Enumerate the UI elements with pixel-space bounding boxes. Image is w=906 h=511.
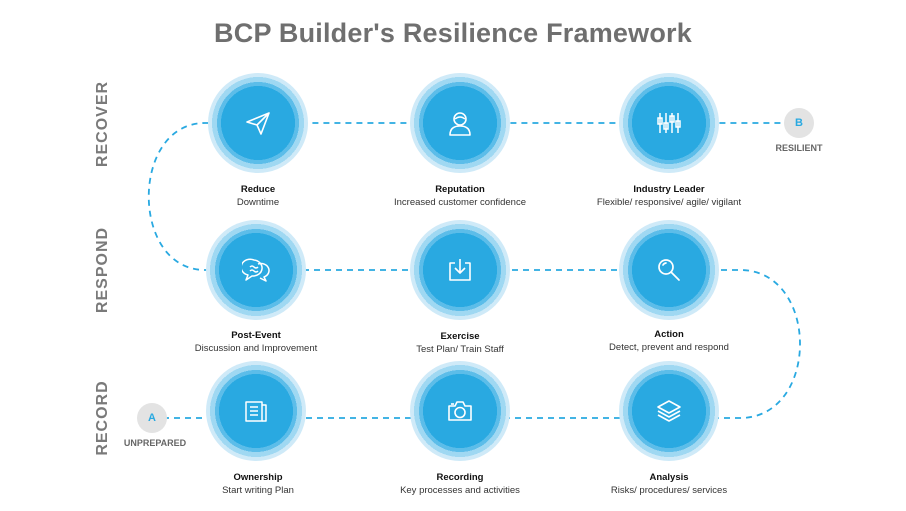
caption-analysis-heading: Analysis	[649, 472, 689, 483]
page-title: BCP Builder's Resilience Framework	[214, 18, 692, 48]
caption-recording-heading: Recording	[436, 472, 484, 483]
chat-bubbles-icon	[242, 258, 270, 282]
node-ownership	[206, 361, 306, 461]
row-label-recover: RECOVER	[94, 80, 111, 168]
sliders-icon	[657, 113, 681, 133]
caption-industry-leader: Industry Leader Flexible/ responsive/ ag…	[574, 183, 764, 209]
node-industry-leader	[619, 73, 719, 173]
node-exercise	[410, 220, 510, 320]
node-action	[619, 220, 719, 320]
magnifier-icon	[658, 259, 680, 281]
document-icon	[245, 401, 267, 422]
camera-icon	[448, 401, 472, 421]
node-reduce	[208, 73, 308, 173]
node-analysis	[619, 361, 719, 461]
person-icon	[449, 112, 471, 136]
caption-analysis: Analysis Risks/ procedures/ services	[574, 471, 764, 497]
layers-icon	[657, 400, 681, 422]
caption-exercise: Exercise Test Plan/ Train Staff	[365, 330, 555, 356]
marker-start: A	[137, 403, 167, 433]
node-post-event	[206, 220, 306, 320]
caption-action: Action Detect, prevent and respond	[574, 328, 764, 354]
node-recording	[410, 361, 510, 461]
node-reputation	[410, 73, 510, 173]
caption-post-event-heading: Post-Event	[231, 330, 281, 341]
caption-analysis-text: Risks/ procedures/ services	[610, 485, 728, 496]
caption-post-event: Post-Event Discussion and Improvement	[161, 329, 351, 355]
caption-reduce-heading: Reduce	[240, 184, 276, 195]
caption-ownership-heading: Ownership	[233, 472, 283, 483]
row-label-respond: RESPOND	[94, 226, 111, 314]
caption-reputation-text: Increased customer confidence	[393, 197, 527, 208]
caption-action-heading: Action	[654, 329, 684, 340]
caption-reduce-text: Downtime	[236, 197, 280, 208]
row-label-record: RECORD	[94, 380, 111, 456]
marker-end-label: RESILIENT	[775, 143, 823, 153]
caption-ownership: Ownership Start writing Plan	[163, 471, 353, 497]
caption-reduce: Reduce Downtime	[163, 183, 353, 209]
caption-industry-leader-heading: Industry Leader	[633, 184, 705, 195]
caption-exercise-heading: Exercise	[440, 331, 480, 342]
caption-reputation-heading: Reputation	[435, 184, 485, 195]
caption-industry-leader-text: Flexible/ responsive/ agile/ vigilant	[596, 197, 742, 208]
caption-exercise-text: Test Plan/ Train Staff	[416, 344, 504, 355]
marker-start-label: UNPREPARED	[123, 438, 187, 448]
marker-end: B	[784, 108, 814, 138]
caption-recording-text: Key processes and activities	[400, 485, 520, 496]
caption-post-event-text: Discussion and Improvement	[194, 343, 318, 354]
paper-plane-icon	[246, 112, 270, 135]
caption-ownership-text: Start writing Plan	[222, 485, 294, 496]
download-icon	[449, 259, 471, 281]
caption-recording: Recording Key processes and activities	[365, 471, 555, 497]
caption-action-text: Detect, prevent and respond	[609, 342, 729, 353]
caption-reputation: Reputation Increased customer confidence	[365, 183, 555, 209]
